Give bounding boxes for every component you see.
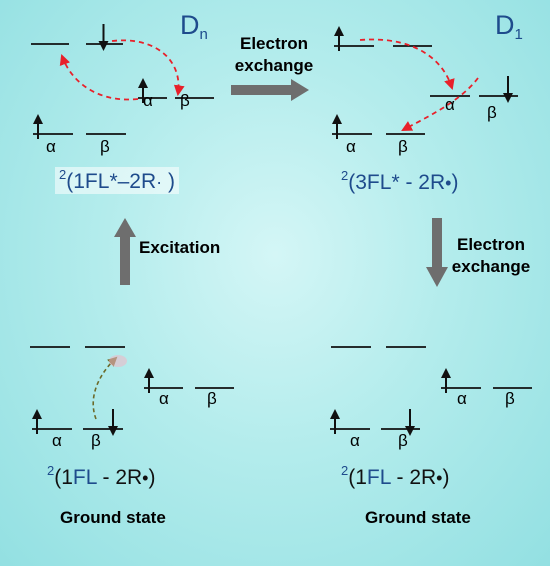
spin-up-arrowhead [33, 114, 43, 124]
spin-down-arrowhead [98, 41, 109, 51]
alpha-label: α [143, 91, 153, 110]
exchange-arrow-curve [59, 53, 139, 101]
ground-state-right-label: Ground state [365, 508, 471, 527]
alpha-label: α [457, 389, 467, 408]
exchange-arrow-curve [359, 38, 455, 91]
top-exchange-label: Electron exchange [234, 34, 314, 75]
formula-bottom-left: 2(1FL - 2R•) [47, 463, 156, 489]
beta-label: β [91, 431, 101, 450]
electron-exchange-arrow-right [426, 218, 448, 287]
spin-up-arrowhead [32, 409, 42, 419]
spin-up-arrowhead [144, 368, 154, 378]
formula-top-left: 2(1FL*–2R· ) [55, 167, 179, 194]
beta-label: β [505, 389, 515, 408]
ground-state-left-label: Ground state [60, 508, 166, 527]
d1-title: D1 [495, 10, 523, 43]
alpha-label: α [52, 431, 62, 450]
spin-up-arrowhead [138, 78, 148, 88]
spin-up-arrowhead [330, 409, 340, 419]
beta-label: β [100, 137, 110, 156]
formula-top-right: 2(3FL* - 2R•) [341, 168, 459, 194]
spin-down-arrowhead [405, 426, 415, 436]
spin-down-arrowhead [503, 93, 513, 103]
alpha-label: α [346, 137, 356, 156]
exchange-arrow-curve [111, 39, 185, 97]
excitation-glow [109, 355, 127, 367]
alpha-label: α [350, 431, 360, 450]
beta-label: β [207, 389, 217, 408]
dn-title: Dn [180, 10, 208, 43]
beta-label: β [398, 431, 408, 450]
exchange-arrow-curve [401, 77, 479, 132]
spin-up-arrowhead [441, 368, 451, 378]
alpha-label: α [445, 95, 455, 114]
formula-bottom-right: 2(1FL - 2R•) [341, 463, 450, 489]
alpha-label: α [46, 137, 56, 156]
beta-label: β [487, 103, 497, 122]
beta-label: β [398, 137, 408, 156]
alpha-label: α [159, 389, 169, 408]
spin-down-arrowhead [108, 426, 118, 436]
spin-up-arrowhead [332, 114, 342, 124]
excitation-arrow [114, 218, 136, 285]
right-exchange-label: Electron exchange [451, 235, 531, 276]
excitation-label: Excitation [139, 238, 221, 257]
electron-exchange-arrow-top [231, 79, 309, 101]
beta-label: β [180, 91, 190, 110]
spin-up-arrowhead [334, 26, 344, 36]
